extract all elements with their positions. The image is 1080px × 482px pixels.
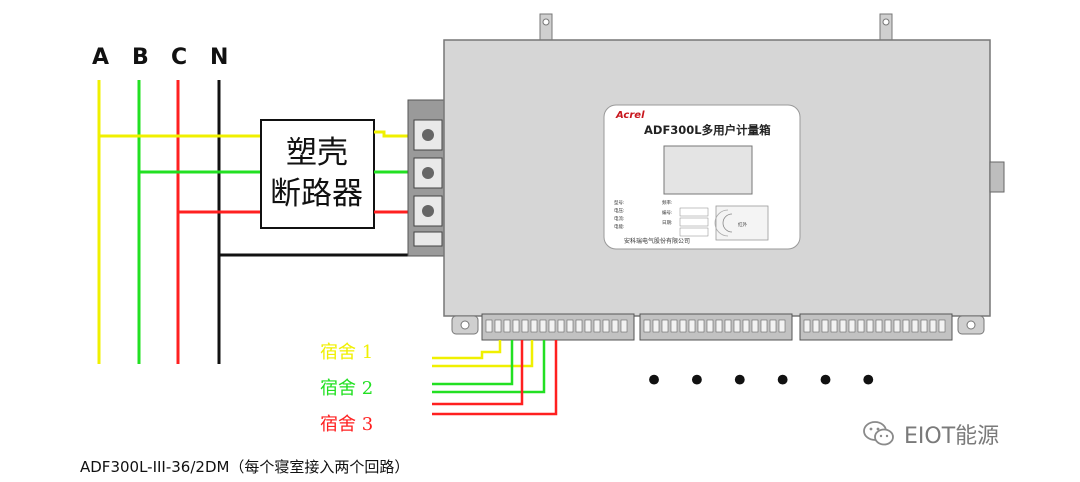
terminal-screw	[593, 319, 601, 333]
terminal-screw	[566, 319, 574, 333]
meter-model-title: ADF300L多用户计量箱	[644, 123, 771, 137]
output-terminal-strip	[481, 313, 953, 341]
watermark-text: EIOT能源	[904, 424, 1000, 449]
terminal-screw	[821, 319, 829, 333]
terminal-screw	[938, 319, 946, 333]
terminal-screw	[866, 319, 874, 333]
terminal-screw	[679, 319, 687, 333]
dorm-label-2: 宿舍 2	[320, 378, 373, 399]
terminal-screw	[494, 319, 502, 333]
breaker-box	[260, 119, 375, 229]
svg-text:电能:: 电能:	[614, 223, 625, 230]
phase-label-n: N	[210, 45, 228, 70]
side-knob	[989, 161, 1005, 193]
dorm-label-3: 宿舍 3	[320, 414, 373, 435]
dorm-label-1: 宿舍 1	[320, 342, 373, 363]
mounting-ear	[539, 13, 893, 41]
terminal-screw	[548, 319, 556, 333]
terminal-screw	[706, 319, 714, 333]
svg-text:电压:: 电压:	[614, 207, 625, 214]
terminal-screw	[857, 319, 865, 333]
terminal-screw	[920, 319, 928, 333]
input-terminal-block	[407, 99, 445, 257]
terminal-screw	[670, 319, 678, 333]
dorm-wiring	[432, 340, 558, 416]
terminal-screw	[893, 319, 901, 333]
terminal-screw	[902, 319, 910, 333]
terminal-screw	[697, 319, 705, 333]
terminal-screw	[643, 319, 651, 333]
figure-caption: ADF300L-III-36/2DM（每个寝室接入两个回路）	[80, 458, 410, 476]
terminal-screw	[760, 319, 768, 333]
terminal-screw	[557, 319, 565, 333]
terminal-screw	[875, 319, 883, 333]
terminal-screw	[575, 319, 583, 333]
terminal-screw	[803, 319, 811, 333]
spec-fields: 型号: 电压: 电流: 电能: 频率: 编号: 日期:	[614, 199, 709, 237]
terminal-screw	[584, 319, 592, 333]
svg-text:电流:: 电流:	[614, 215, 625, 222]
svg-text:日期:: 日期:	[662, 220, 673, 226]
terminal-screw	[751, 319, 759, 333]
output-line-a	[374, 130, 421, 138]
terminal-screw	[848, 319, 856, 333]
terminal-screw	[929, 319, 937, 333]
wechat-icon	[863, 421, 894, 446]
svg-text:编号:: 编号:	[662, 209, 673, 216]
terminal-screw	[769, 319, 777, 333]
terminal-screw	[652, 319, 660, 333]
continuation-ellipsis: • • • • • •	[644, 361, 884, 401]
terminal-screw	[830, 319, 838, 333]
terminal-screw	[620, 319, 628, 333]
terminal-screw	[839, 319, 847, 333]
phase-label-c: C	[171, 45, 187, 70]
terminal-screw	[530, 319, 538, 333]
terminal-screw	[503, 319, 511, 333]
manufacturer-label: 安科瑞电气股份有限公司	[624, 237, 690, 245]
bottom-mounting-tab	[451, 315, 985, 335]
meter-display	[663, 145, 753, 195]
terminal-screw	[602, 319, 610, 333]
terminal-screw	[911, 319, 919, 333]
ir-sensor-icon: 红外	[714, 205, 769, 241]
breaker-label-line1: 塑壳	[286, 135, 348, 171]
terminal-screw	[688, 319, 696, 333]
terminal-screw	[611, 319, 619, 333]
terminal-screw	[778, 319, 786, 333]
terminal-screw	[733, 319, 741, 333]
ir-label: 红外	[738, 221, 747, 228]
watermark: EIOT能源	[862, 418, 999, 450]
terminal-screw	[812, 319, 820, 333]
svg-text:频率:: 频率:	[662, 199, 673, 206]
terminal-screw	[884, 319, 892, 333]
svg-text:型号:: 型号:	[614, 199, 625, 206]
terminal-screw	[539, 319, 547, 333]
phase-label-a: A	[92, 45, 109, 70]
terminal-screw	[715, 319, 723, 333]
terminal-screw	[485, 319, 493, 333]
terminal-screw	[724, 319, 732, 333]
terminal-screw	[512, 319, 520, 333]
terminal-screw	[521, 319, 529, 333]
terminal-screw	[742, 319, 750, 333]
brand-logo: Acrel	[615, 110, 645, 121]
terminal-screw	[661, 319, 669, 333]
phase-label-b: B	[132, 45, 149, 70]
breaker-label-line2: 断路器	[270, 176, 363, 212]
